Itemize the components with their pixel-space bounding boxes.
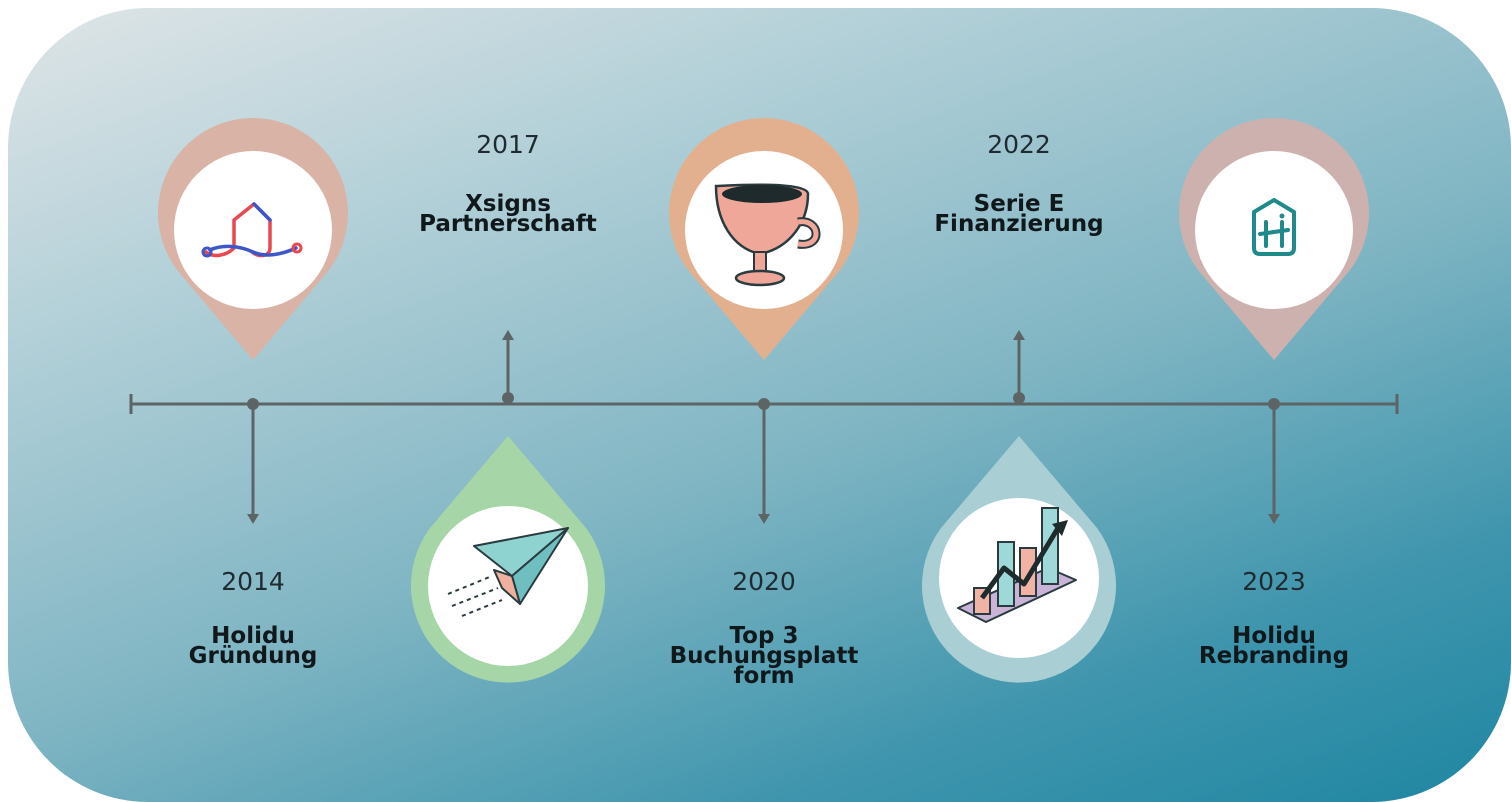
milestone-title-2020: Top 3 Buchungsplatt form (669, 623, 859, 689)
milestone-title-2023: Holidu Rebranding (1198, 623, 1350, 669)
milestone-year-2023: 2023 (1242, 567, 1306, 596)
pin-2020 (669, 118, 859, 361)
growth-chart-icon (957, 507, 1077, 623)
connector-2020 (758, 398, 770, 524)
pin-2023 (1179, 117, 1370, 360)
milestone-title-2022: Serie E Finanzierung (934, 191, 1104, 237)
connector-2023 (1268, 398, 1280, 524)
paper-plane-icon (447, 527, 569, 617)
connector-2014 (247, 398, 259, 524)
milestone-year-2020: 2020 (732, 567, 796, 596)
milestone-year-2022: 2022 (987, 130, 1051, 159)
pin-2014 (158, 118, 349, 360)
holidu-h-logo-icon (1252, 198, 1296, 256)
milestone-year-2014: 2014 (221, 567, 285, 596)
holidu-house-logo-icon (201, 202, 303, 258)
trophy-cup-icon (714, 183, 821, 287)
timeline-card: 2014 Holidu Gründung 2017 Xsigns Partner… (8, 8, 1511, 802)
milestone-title-2014: Holidu Gründung (188, 623, 318, 669)
pin-2022 (921, 436, 1116, 683)
connector-2017 (502, 330, 514, 404)
milestone-year-2017: 2017 (476, 130, 540, 159)
connector-2022 (1013, 330, 1025, 404)
milestone-title-2017: Xsigns Partnerschaft (419, 191, 597, 237)
timeline-graphic (129, 117, 1399, 683)
pin-2017 (411, 436, 605, 683)
